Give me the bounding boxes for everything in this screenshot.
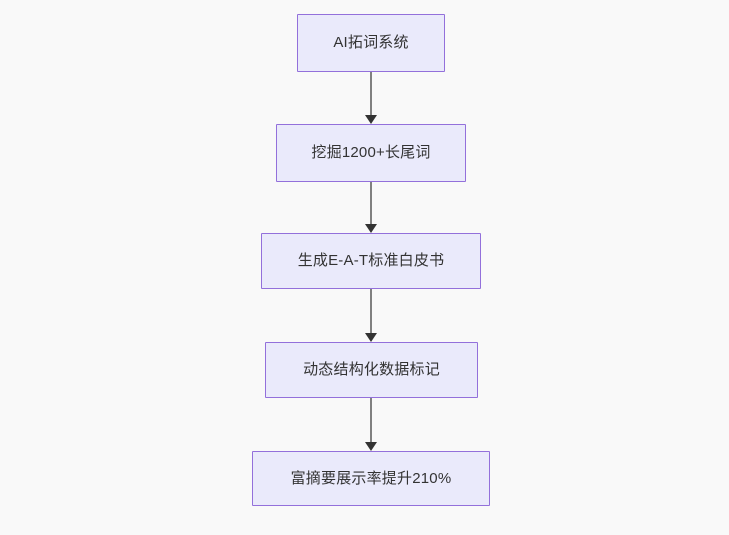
edge-line [370, 182, 372, 224]
edge-line [370, 398, 372, 442]
edge-line [370, 289, 372, 333]
flow-node-label: 富摘要展示率提升210% [290, 469, 452, 487]
flow-node-rich-snippet-result[interactable]: 富摘要展示率提升210% [252, 451, 490, 506]
arrowhead-icon [365, 115, 377, 124]
arrowhead-icon [365, 442, 377, 451]
flow-node-label: AI拓词系统 [333, 34, 409, 51]
arrowhead-icon [365, 224, 377, 233]
flow-node-structured-data-markup[interactable]: 动态结构化数据标记 [265, 342, 478, 398]
flow-node-label: 生成E-A-T标准白皮书 [297, 252, 445, 269]
edge-line [370, 72, 372, 115]
arrowhead-icon [365, 333, 377, 342]
flow-node-label: 动态结构化数据标记 [303, 361, 440, 378]
flow-node-eat-whitepaper[interactable]: 生成E-A-T标准白皮书 [261, 233, 481, 289]
flow-node-longtail-mining[interactable]: 挖掘1200+长尾词 [276, 124, 466, 182]
flow-node-label: 挖掘1200+长尾词 [311, 144, 431, 161]
flow-node-ai-keyword-system[interactable]: AI拓词系统 [297, 14, 445, 72]
